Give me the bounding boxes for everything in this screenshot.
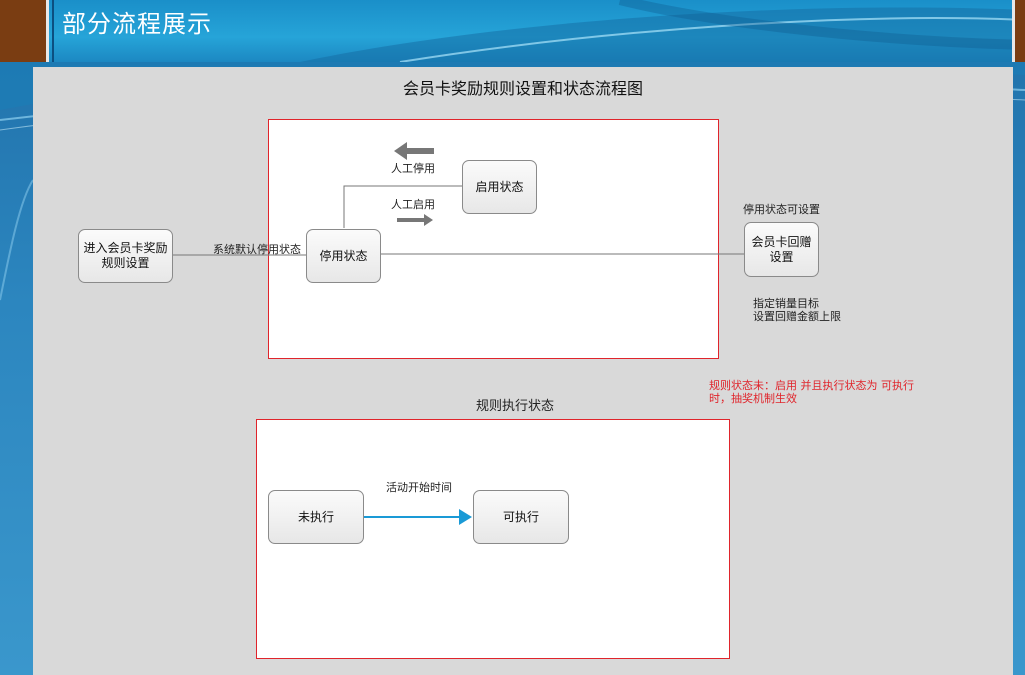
label-manual-disable: 人工停用	[391, 162, 435, 175]
label-activity-start: 活动开始时间	[386, 481, 452, 494]
header-bar	[0, 0, 1025, 62]
header-swoosh	[300, 0, 1025, 62]
manual-enable-arrow	[397, 214, 433, 226]
label-default-disabled: 系统默认停用状态	[213, 243, 301, 256]
node-enabled-state[interactable]: 启用状态	[462, 160, 537, 214]
node-disabled-label: 停用状态	[319, 248, 368, 263]
node-enabled-label: 启用状态	[475, 179, 524, 194]
header-accent-right	[1012, 0, 1025, 62]
label-manual-enable: 人工启用	[391, 198, 435, 211]
gift-note-line2: 设置回赠金额上限	[753, 310, 841, 323]
section-title-execution: 规则执行状态	[476, 399, 555, 414]
label-gift-settable: 停用状态可设置	[743, 203, 820, 216]
node-not-executed-label: 未执行	[297, 509, 334, 524]
gift-note-line1: 指定销量目标	[753, 297, 819, 310]
node-gift-label: 会员卡回赠设置	[751, 234, 812, 264]
manual-disable-arrow	[394, 142, 434, 160]
node-not-executed[interactable]: 未执行	[268, 490, 364, 544]
diagram-canvas: 会员卡奖励规则设置和状态流程图 进入会员卡奖励规则设置 停用状态 启用状态 会员…	[33, 67, 1013, 675]
activity-start-arrow	[459, 509, 472, 525]
node-executable[interactable]: 可执行	[473, 490, 569, 544]
rule-effective-note: 规则状态未：启用 并且执行状态为 可执行时，抽奖机制生效	[709, 379, 914, 405]
connectors	[172, 142, 744, 525]
node-enter-label: 进入会员卡奖励规则设置	[83, 241, 168, 270]
node-executable-label: 可执行	[502, 509, 539, 524]
node-gift-settings[interactable]: 会员卡回赠设置	[744, 222, 819, 277]
header-divider	[52, 0, 54, 62]
gift-notes: 指定销量目标 设置回赠金额上限	[753, 297, 893, 323]
node-enter-rule-settings[interactable]: 进入会员卡奖励规则设置	[78, 229, 173, 283]
node-disabled-state[interactable]: 停用状态	[306, 229, 381, 283]
page-title: 部分流程展示	[62, 10, 212, 38]
diagram-title: 会员卡奖励规则设置和状态流程图	[402, 79, 643, 98]
header-accent-left	[0, 0, 49, 62]
